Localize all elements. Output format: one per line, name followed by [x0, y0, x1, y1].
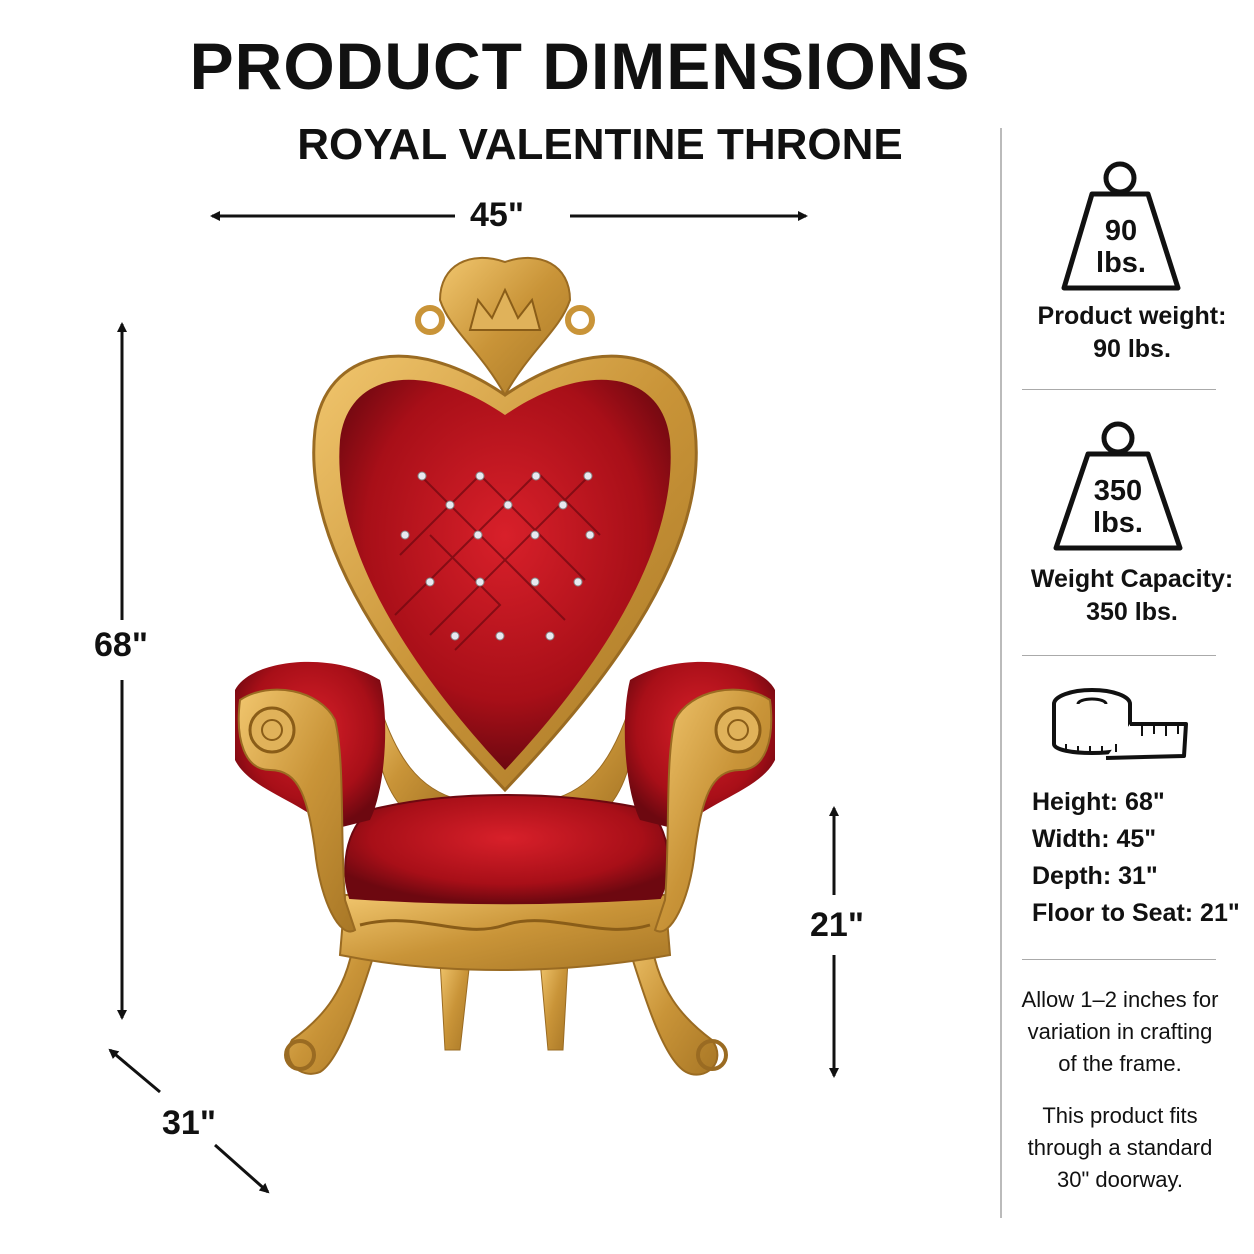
page-title: PRODUCT DIMENSIONS [189, 29, 971, 103]
product-weight-caption: Product weight: 90 lbs. [1037, 302, 1227, 363]
spec-width: Width: 45" [1032, 825, 1157, 853]
capacity-badge-number: 350 [1093, 475, 1143, 507]
spec-sidebar: 90 lbs. Product weight: 90 lbs. 350 lbs.… [1010, 0, 1254, 1254]
doorway-note: This product fits through a standard 30"… [1027, 1103, 1213, 1192]
weight-capacity-caption: Weight Capacity: 350 lbs. [1030, 565, 1234, 626]
throne-illustration [108, 211, 839, 1194]
depth-arrow [108, 1048, 161, 1094]
weight-icon [1061, 161, 1181, 291]
product-name: ROYAL VALENTINE THRONE [297, 120, 903, 169]
seat-height-label: 21" [810, 906, 864, 944]
spec-height: Height: 68" [1032, 788, 1165, 816]
divider [1022, 959, 1216, 960]
spec-depth: Depth: 31" [1032, 862, 1158, 890]
height-label: 68" [94, 626, 148, 664]
capacity-weight-icon [1053, 421, 1183, 551]
capacity-badge-unit: lbs. [1093, 507, 1143, 539]
variation-note: Allow 1–2 inches for variation in crafti… [1021, 987, 1219, 1076]
divider [1022, 389, 1216, 390]
sidebar-divider [1000, 128, 1002, 1218]
divider [1022, 655, 1216, 656]
weight-badge-unit: lbs. [1096, 247, 1146, 279]
depth-label: 31" [162, 1104, 216, 1142]
tape-measure-icon [1052, 688, 1188, 760]
width-label: 45" [470, 196, 524, 234]
weight-badge-number: 90 [1104, 215, 1138, 247]
spec-floor-to-seat: Floor to Seat: 21" [1032, 899, 1240, 927]
